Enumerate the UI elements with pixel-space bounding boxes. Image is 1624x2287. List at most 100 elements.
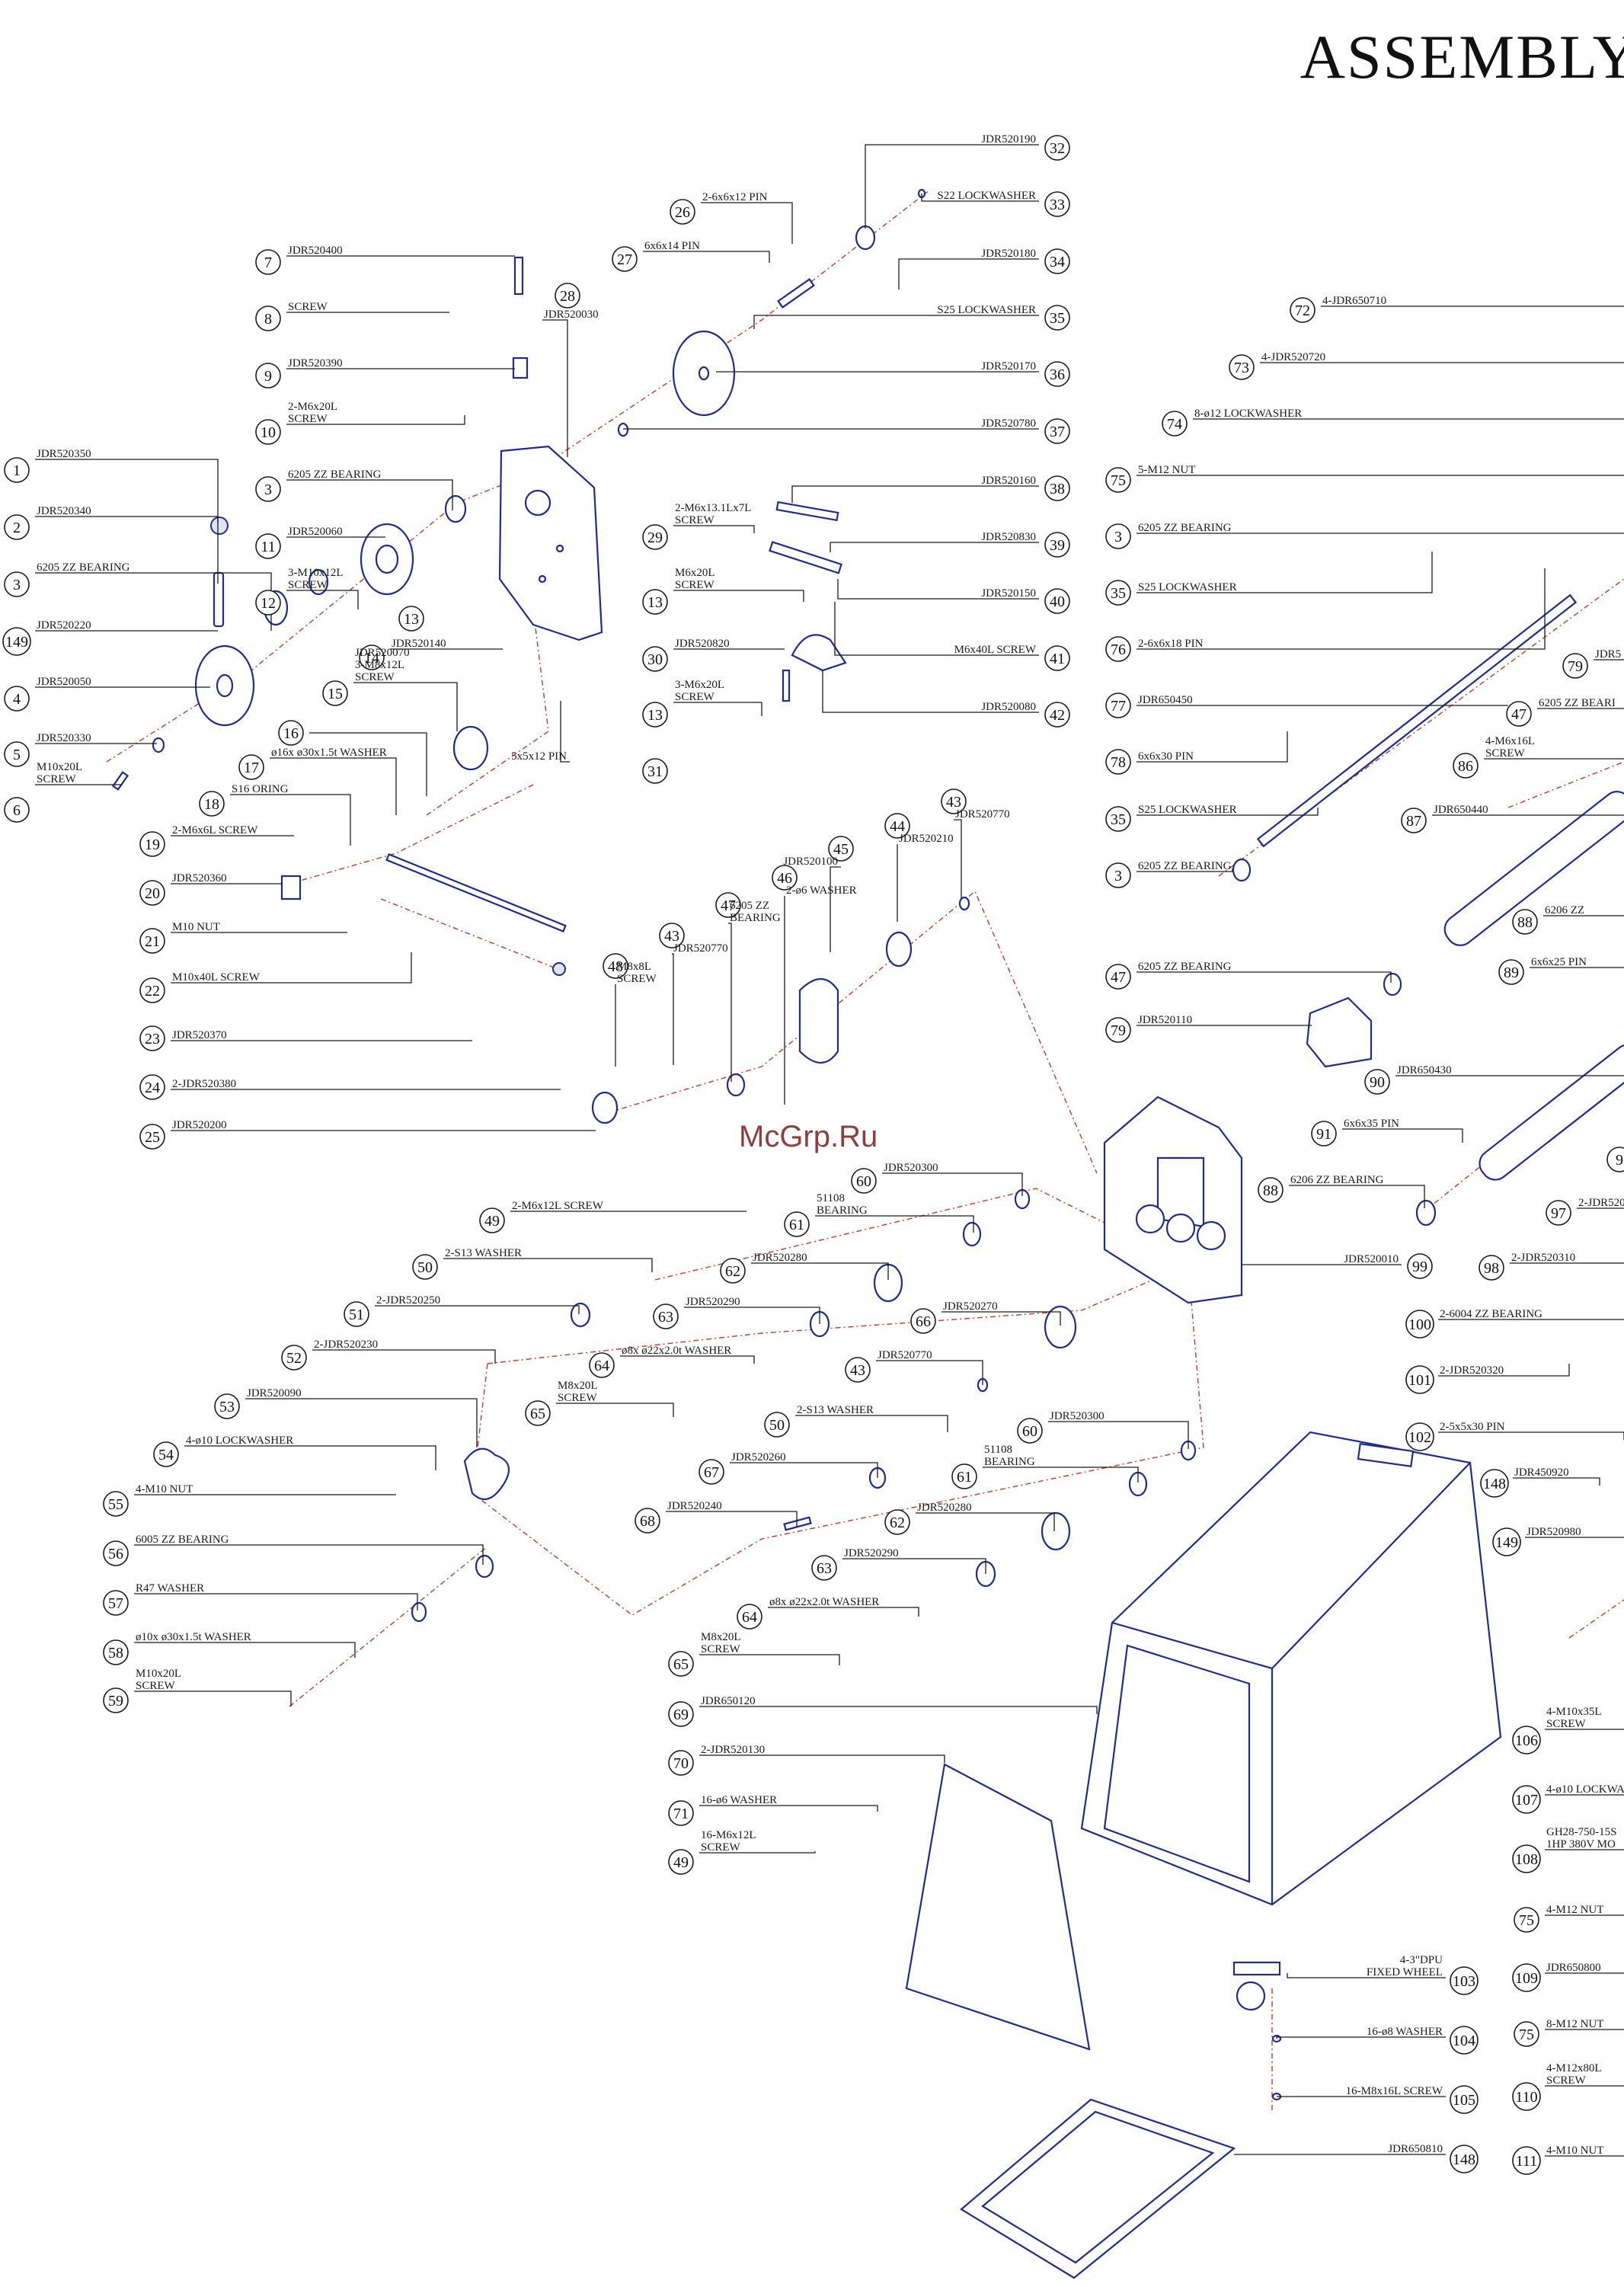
callout-circle [941,788,967,814]
callout-c54: 544-ø10 LOCKWASHER [153,1435,436,1470]
callout-number: 35 [1111,585,1126,602]
callout-leader [1438,1364,1570,1377]
callout-circle [1105,749,1131,775]
callout-number: 47 [721,897,736,914]
part-coupler [452,725,489,771]
callout-number: 30 [647,651,663,668]
callout-circle [1017,1418,1043,1444]
callout-number: 1 [13,462,21,479]
callout-circle [1364,1069,1390,1095]
callout-circle [139,1025,165,1051]
callout-label: JDR650810 [1388,2143,1443,2155]
callout-number: 40 [1050,593,1065,610]
callout-circle [1405,1310,1434,1339]
callout-label: JDR520110 [1138,1014,1192,1026]
callout-leader [822,670,1039,713]
callout-circle [1044,418,1070,444]
callout-label: 2-JDR520250 [376,1294,440,1307]
callout-label: 6005 ZZ BEARING [136,1534,229,1546]
callout-number: 42 [1050,707,1065,724]
callout-circle [199,791,225,817]
callout-c50a: 502-S13 WASHER [412,1247,653,1280]
top-gear-cluster [617,188,926,702]
callout-label: 6x6x30 PIN [1138,750,1194,763]
callout-circle [1606,1147,1624,1172]
callout-label: 2-M6x12L SCREW [512,1200,604,1212]
callout-number: 74 [1167,416,1182,433]
callout-circle [359,645,385,670]
callout-circle [1311,1121,1337,1147]
callout-number: 110 [1515,2089,1537,2106]
callout-leader [134,1593,418,1610]
callout-number: 149 [1495,1534,1518,1551]
callout-label: 2-6004 ZZ BEARING [1440,1308,1542,1320]
callout-leader [1289,1185,1425,1208]
callout-label: 2-JDR520 [1578,1197,1624,1209]
callout-number: 109 [1515,1970,1538,1987]
callout-circle [668,1701,694,1727]
callout-circle [555,283,580,309]
callout-label: JDR520190 [981,133,1036,146]
callout-c55: 554-M10 NUT [103,1483,396,1517]
callout-circle [1105,467,1131,493]
callout-label: 4-M10 NUT [136,1483,193,1495]
callout-c75a: 755-M12 NUT [1105,464,1624,493]
callout-label: 16-ø6 WASHER [701,1794,777,1806]
callout-circle [1506,701,1532,727]
callout-circle [1405,1365,1434,1394]
callout-label: 2-5x5x30 PIN [1440,1421,1505,1433]
callout-circle [1044,645,1070,671]
callout-label: R47 WASHER [136,1582,204,1595]
callout-number: 8 [264,311,272,328]
callout-circle [398,606,424,632]
callout-number: 71 [673,1806,689,1822]
callout-number: 73 [1234,360,1249,376]
part-screw [111,771,129,791]
callout-circle [1512,1963,1541,1992]
callout-label: JDR520780 [981,417,1036,430]
callout-circle [884,1509,910,1535]
callout-circle [1401,808,1427,833]
callout-circle [255,305,281,331]
callout-leader [134,1544,484,1565]
callout-label: JDR520290 [686,1296,740,1308]
part-spindle [213,571,225,628]
callout-leader [815,1215,974,1233]
callout-number: 16 [283,725,299,742]
callout-leader [1342,1128,1463,1143]
callout-number: 88 [1263,1182,1278,1199]
callout-circle [139,977,165,1003]
callout-circle [1044,532,1070,558]
callout-c97: 97 2-JDR520 [1546,1197,1624,1226]
callout-label: 6206 ZZ BEARING [1290,1174,1384,1186]
callout-number: 65 [673,1656,689,1673]
part-rail-1 [775,501,839,522]
part-bearing-top [444,494,467,523]
callout-circle [139,831,165,857]
callout-circle [668,1651,694,1677]
callout-c50b: 502-S13 WASHER [764,1404,948,1438]
part-lever [791,634,847,672]
callout-number: 59 [108,1693,123,1710]
part-knob [210,517,229,535]
callout-leader [882,1172,1023,1196]
callout-circle [1105,964,1131,990]
callout-label: 5x5x12 PIN [511,750,567,763]
callout-number: 97 [1551,1205,1566,1222]
callout-circle [525,1400,551,1426]
